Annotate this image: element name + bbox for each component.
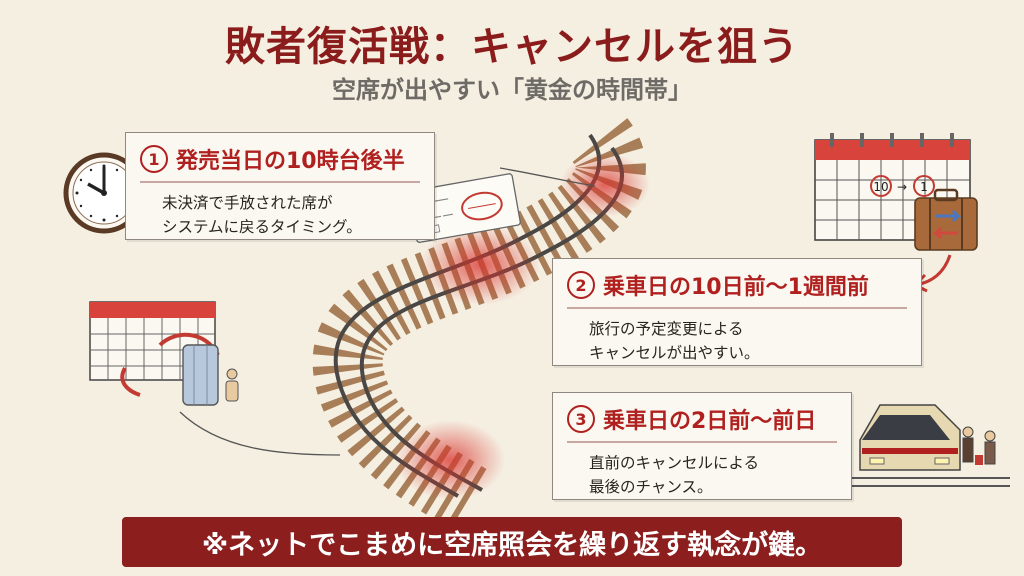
point-number-1: 1 xyxy=(140,145,168,173)
divider xyxy=(567,307,907,309)
point-text-3a: 直前のキャンセルによる xyxy=(589,454,760,472)
point-title-2: 乗車日の10日前〜1週間前 xyxy=(603,275,869,300)
point-title-3: 乗車日の2日前〜前日 xyxy=(603,409,817,434)
point-text-3b: 最後のチャンス。 xyxy=(589,478,713,496)
train-icon xyxy=(850,404,1010,487)
point-card-2: 2 乗車日の10日前〜1週間前 旅行の予定変更による キャンセルが出やすい。 xyxy=(552,258,922,366)
point-number-3: 3 xyxy=(567,405,595,433)
point-card-1: 1 発売当日の10時台後半 未決済で手放された席が システムに戻るタイミング。 xyxy=(125,132,435,240)
point-text-1a: 未決済で手放された席が xyxy=(162,194,333,212)
ticket-icon xyxy=(408,173,521,243)
calendar-icon-left xyxy=(89,301,239,406)
point-title-1: 発売当日の10時台後半 xyxy=(176,149,405,174)
footer-banner: ※ネットでこまめに空席照会を繰り返す執念が鍵。 xyxy=(122,517,902,567)
page-title: 敗者復活戦：キャンセルを狙う xyxy=(225,24,799,70)
clock-icon xyxy=(63,152,145,234)
point-heading-2: 2 乗車日の10日前〜1週間前 xyxy=(567,269,907,301)
point-text-2b: キャンセルが出やすい。 xyxy=(589,344,760,362)
calendar-arrow: → xyxy=(897,180,907,194)
point-number-2: 2 xyxy=(567,271,595,299)
point-card-3: 3 乗車日の2日前〜前日 直前のキャンセルによる 最後のチャンス。 xyxy=(552,392,852,500)
point-text-1b: システムに戻るタイミング。 xyxy=(162,218,362,236)
calendar-from-day: 10 xyxy=(873,180,888,194)
point-heading-3: 3 乗車日の2日前〜前日 xyxy=(567,403,837,435)
divider xyxy=(567,441,837,443)
page-subtitle: 空席が出やすい「黄金の時間帯」 xyxy=(332,76,692,104)
divider xyxy=(140,181,420,183)
point-text-2a: 旅行の予定変更による xyxy=(589,320,744,338)
timing-highlights xyxy=(395,153,650,500)
suitcase-icon xyxy=(914,188,978,251)
point-heading-1: 1 発売当日の10時台後半 xyxy=(140,143,420,175)
calendar-to-day: 1 xyxy=(920,180,928,194)
